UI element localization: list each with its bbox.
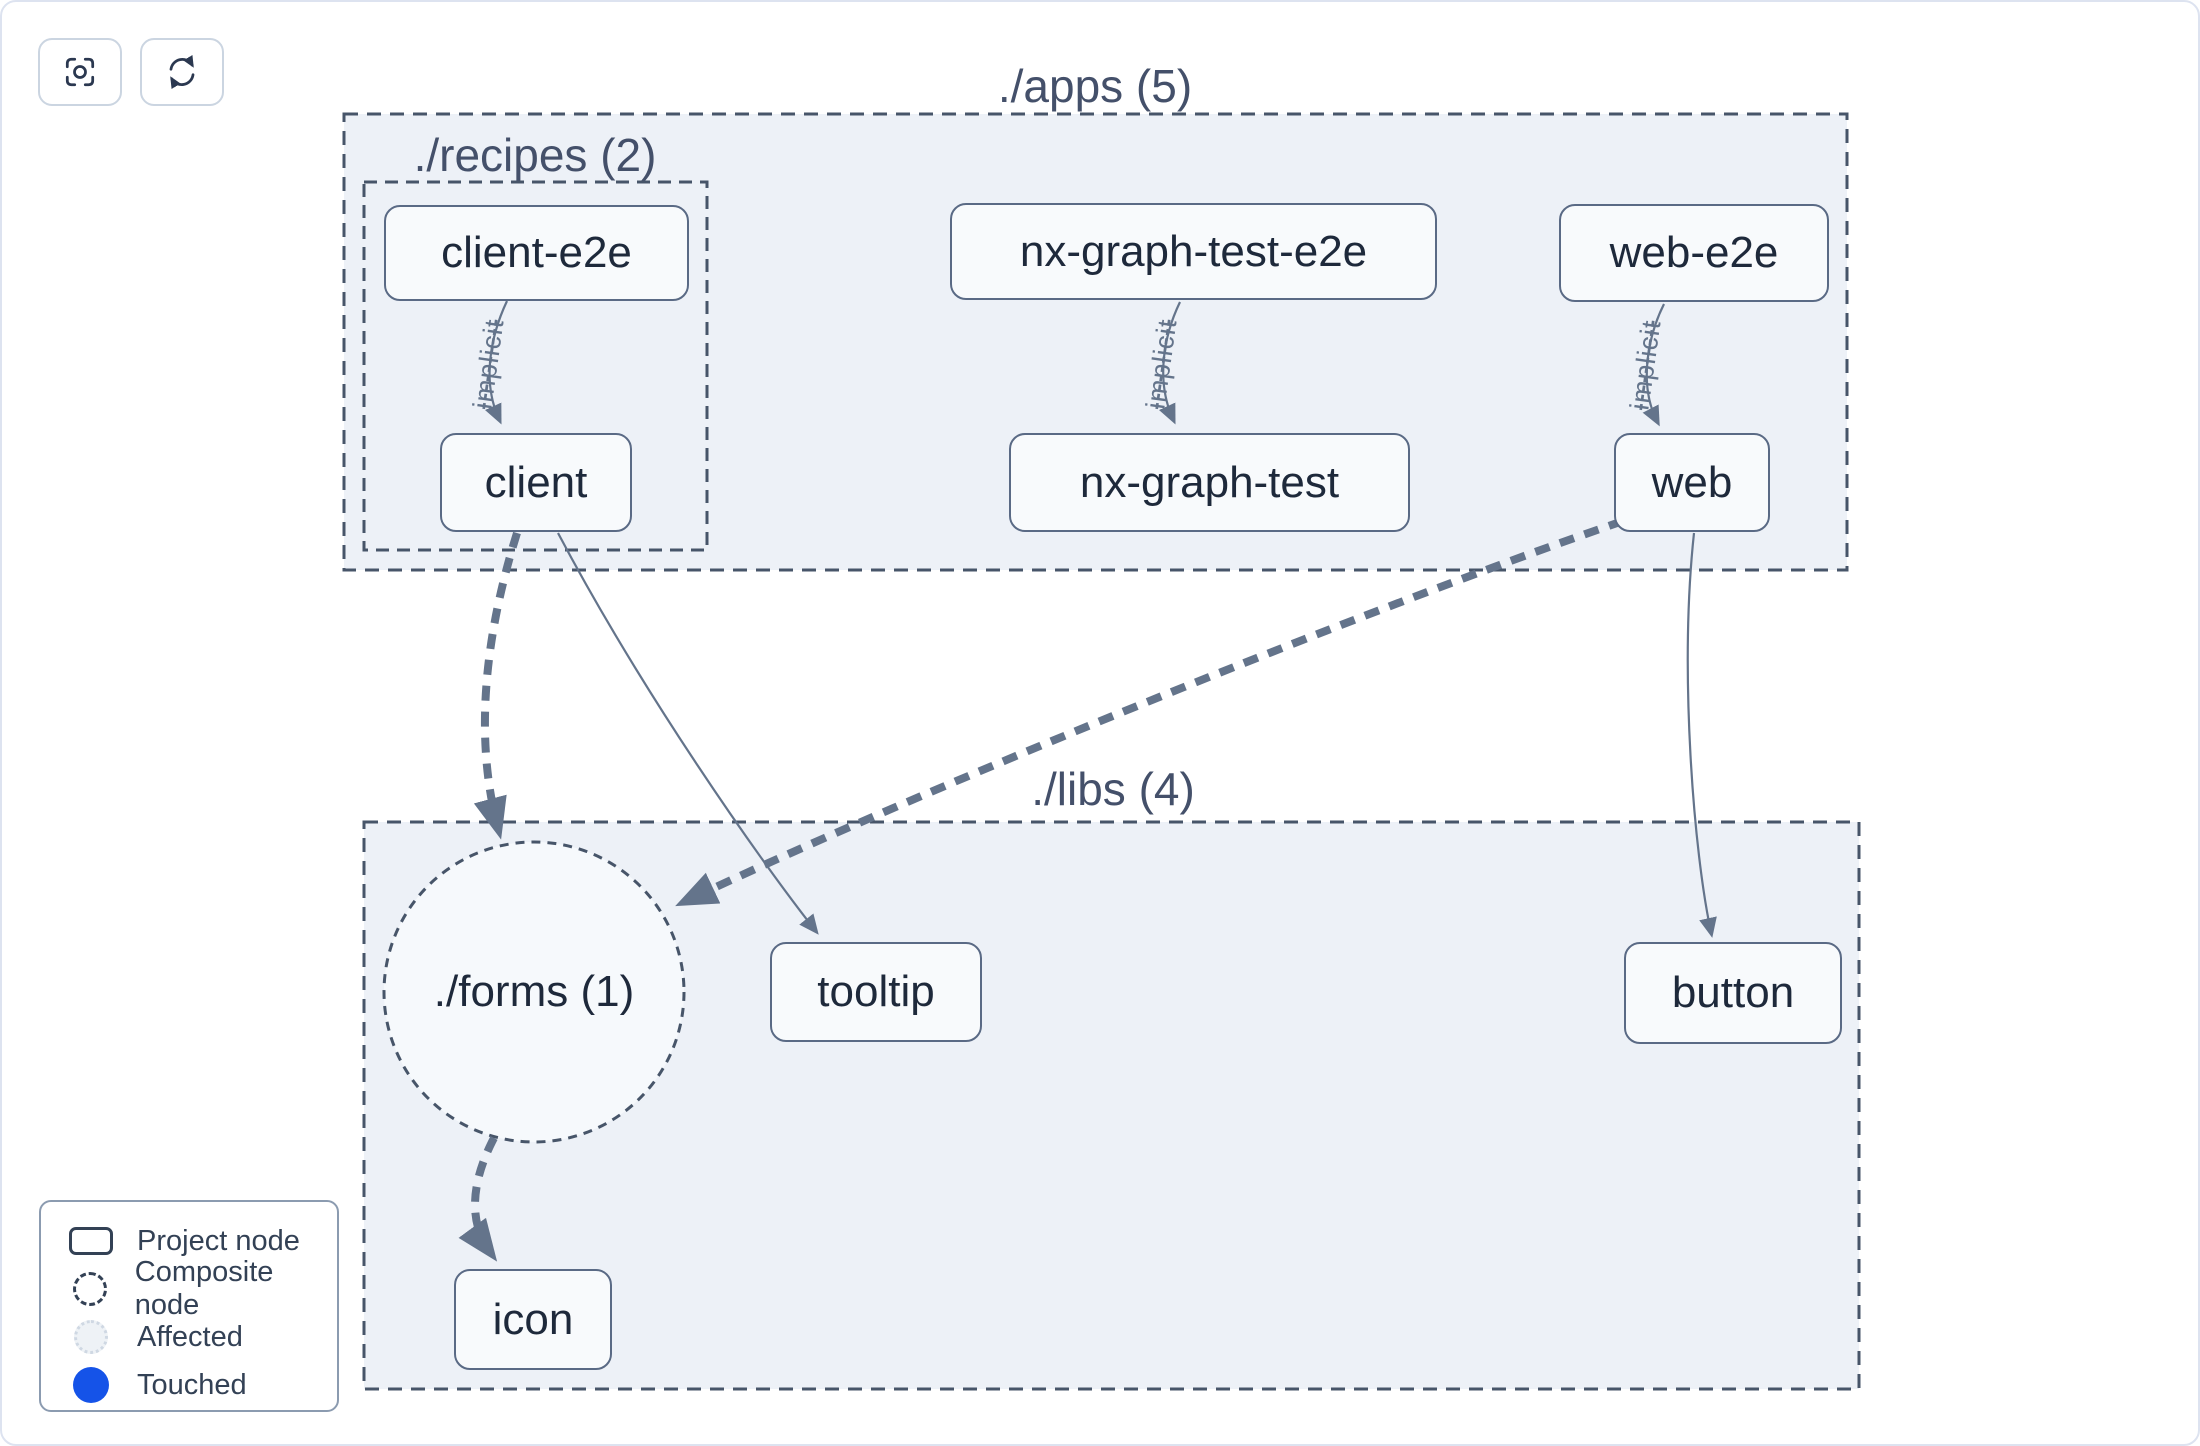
- node-web[interactable]: web: [1614, 433, 1770, 532]
- node-client[interactable]: client: [440, 433, 632, 532]
- node-icon[interactable]: icon: [454, 1269, 612, 1370]
- node-web-e2e[interactable]: web-e2e: [1559, 204, 1829, 302]
- scan-focus-icon: [62, 54, 98, 90]
- legend-item-project-node: Project node: [65, 1218, 337, 1264]
- forms-composite-node[interactable]: [382, 840, 686, 1144]
- legend-label: Affected: [137, 1320, 243, 1353]
- legend-item-composite-node: Composite node: [65, 1256, 337, 1321]
- legend-label: Project node: [137, 1224, 300, 1257]
- edge-forms-icon: [458, 1136, 498, 1262]
- project-node-swatch: [69, 1227, 113, 1255]
- edge-client-e2e-client: [484, 300, 508, 425]
- edge-web-e2e-web: [1642, 303, 1665, 427]
- composite-node-swatch: [72, 1272, 107, 1306]
- focus-graph-button[interactable]: [38, 38, 122, 106]
- node-tooltip[interactable]: tooltip: [770, 942, 982, 1042]
- edge-client-forms: [473, 531, 521, 840]
- legend-item-affected: Affected: [65, 1314, 337, 1360]
- forms-composite-label: ./forms (1): [433, 967, 635, 1016]
- affected-swatch: [74, 1320, 108, 1354]
- legend-item-touched: Touched: [65, 1362, 337, 1408]
- edge-nx-graph-test-e2e-nx-graph-test: [1158, 301, 1181, 425]
- node-button[interactable]: button: [1624, 942, 1842, 1044]
- legend: Project node Composite node Affected Tou…: [39, 1200, 339, 1412]
- legend-label: Composite node: [134, 1256, 274, 1321]
- touched-swatch: [73, 1367, 109, 1403]
- recipes-group-label: ./recipes (2): [413, 129, 657, 181]
- legend-label: Touched: [137, 1368, 247, 1401]
- libs-group-label: ./libs (4): [1031, 763, 1195, 815]
- node-nx-graph-test[interactable]: nx-graph-test: [1009, 433, 1410, 532]
- refresh-button[interactable]: [140, 38, 224, 106]
- edge-web-forms: [675, 517, 1625, 907]
- edge-web-button: [1686, 532, 1717, 938]
- refresh-icon: [164, 54, 200, 90]
- node-nx-graph-test-e2e[interactable]: nx-graph-test-e2e: [950, 203, 1437, 300]
- edge-client-tooltip: [557, 532, 819, 935]
- toolbar: [38, 38, 224, 106]
- node-client-e2e[interactable]: client-e2e: [384, 205, 689, 301]
- apps-group-label: ./apps (5): [997, 60, 1193, 112]
- recipes-group-container: [362, 180, 709, 552]
